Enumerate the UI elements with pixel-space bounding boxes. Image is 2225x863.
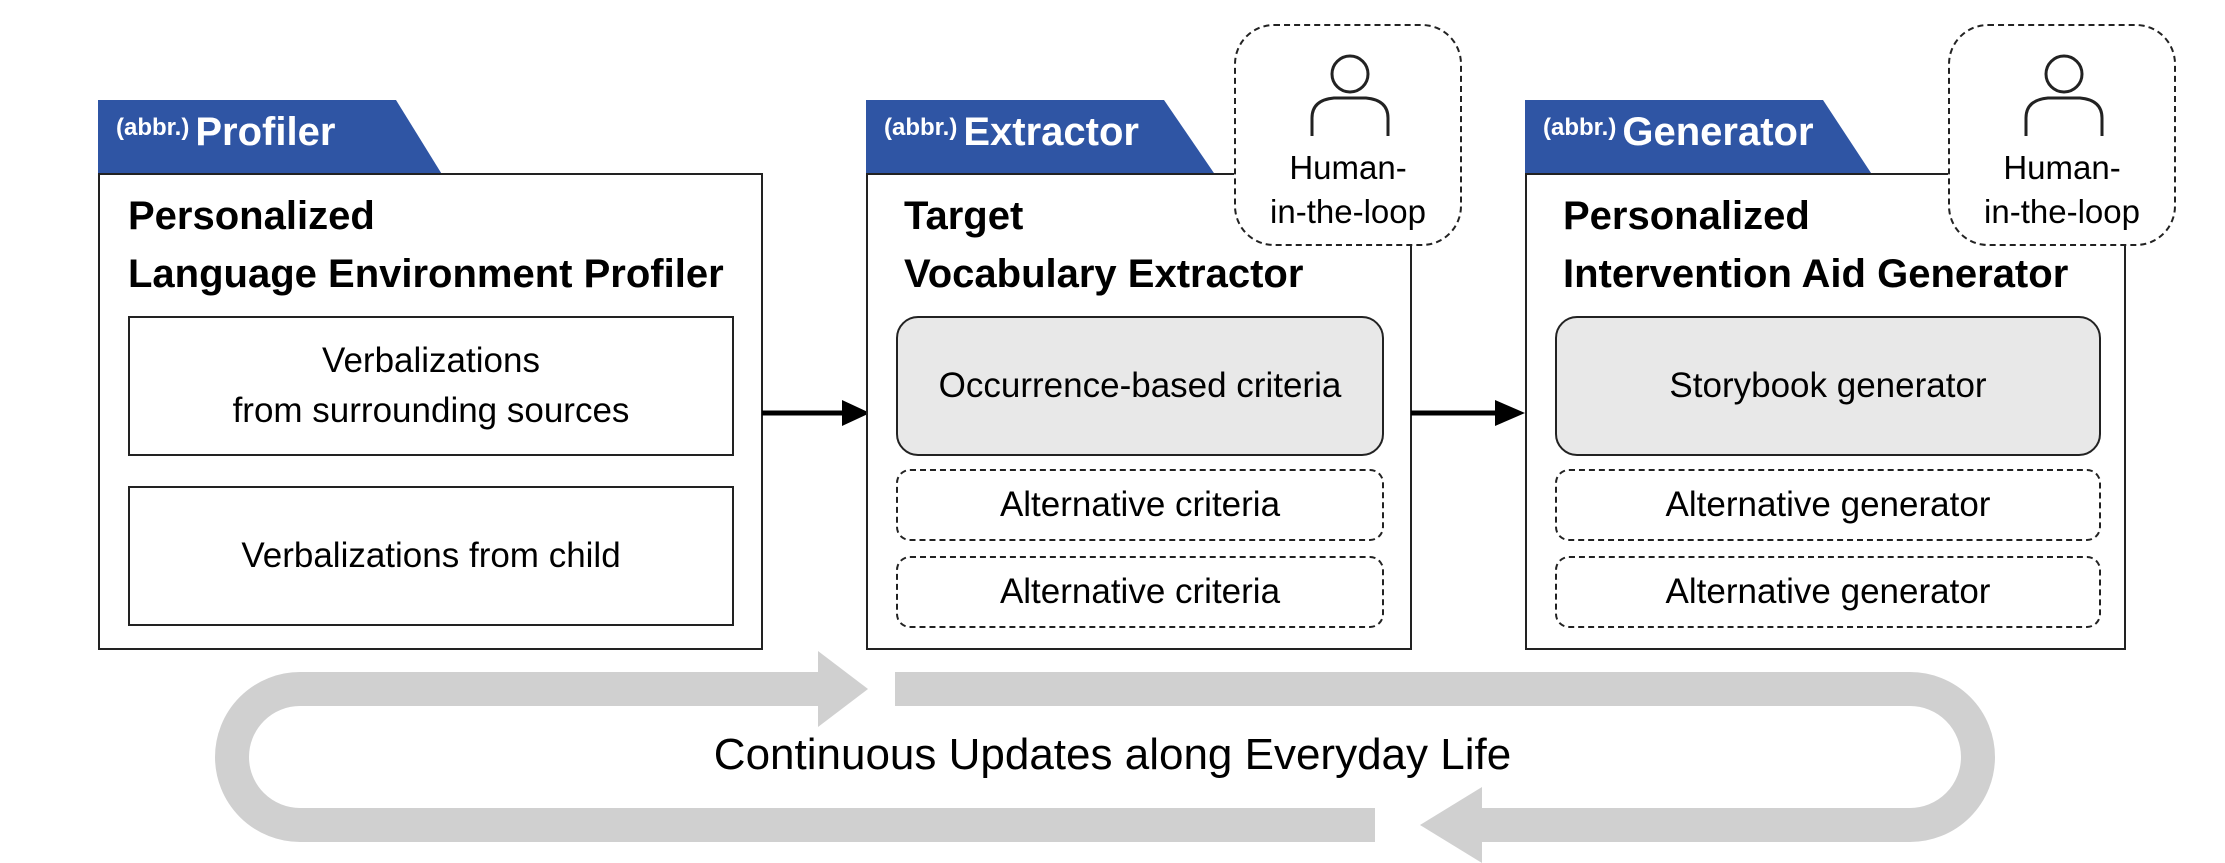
loop-arrowhead-left bbox=[1420, 787, 1482, 863]
tab-abbr: (abbr.) bbox=[1543, 114, 1617, 141]
person-icon bbox=[1310, 54, 1390, 136]
storybook-generator-box: Storybook generator bbox=[1555, 316, 2101, 456]
alternative-criteria-box: Alternative criteria bbox=[896, 556, 1384, 628]
arrow-right-icon bbox=[762, 400, 870, 426]
generator-panel: Personalized Intervention Aid Generator … bbox=[1525, 173, 2126, 650]
panel-title: Target Vocabulary Extractor bbox=[904, 194, 1304, 296]
extractor-tab: (abbr.)Extractor bbox=[866, 100, 1216, 176]
alternative-criteria-box: Alternative criteria bbox=[896, 469, 1384, 541]
child-verbalizations-box: Verbalizations from child bbox=[128, 486, 734, 626]
panel-title: Personalized Language Environment Profil… bbox=[128, 194, 724, 296]
arrow-right-icon bbox=[1411, 400, 1525, 426]
tab-name: Extractor bbox=[963, 110, 1139, 154]
panel-title: Personalized Intervention Aid Generator bbox=[1563, 194, 2069, 296]
occurrence-criteria-box: Occurrence-based criteria bbox=[896, 316, 1384, 456]
profiler-panel: Personalized Language Environment Profil… bbox=[98, 173, 763, 650]
human-in-the-loop-badge: Human- in-the-loop bbox=[1948, 24, 2176, 246]
loop-arrow-icon bbox=[214, 672, 1996, 842]
alternative-generator-box: Alternative generator bbox=[1555, 556, 2101, 628]
tab-name: Generator bbox=[1622, 110, 1814, 154]
loop-arrowhead-right bbox=[818, 651, 868, 727]
loop-label: Continuous Updates along Everyday Life bbox=[713, 730, 1512, 779]
alternative-generator-box: Alternative generator bbox=[1555, 469, 2101, 541]
source-verbalizations-box: Verbalizations from surrounding sources bbox=[128, 316, 734, 456]
extractor-panel: Target Vocabulary Extractor Occurrence-b… bbox=[866, 173, 1412, 650]
human-in-the-loop-badge: Human- in-the-loop bbox=[1234, 24, 1462, 246]
tab-abbr: (abbr.) bbox=[116, 114, 190, 141]
tab-name: Profiler bbox=[195, 110, 336, 154]
tab-abbr: (abbr.) bbox=[884, 114, 958, 141]
generator-tab: (abbr.)Generator bbox=[1525, 100, 1873, 176]
profiler-tab: (abbr.)Profiler bbox=[98, 100, 443, 176]
person-icon bbox=[2024, 54, 2104, 136]
